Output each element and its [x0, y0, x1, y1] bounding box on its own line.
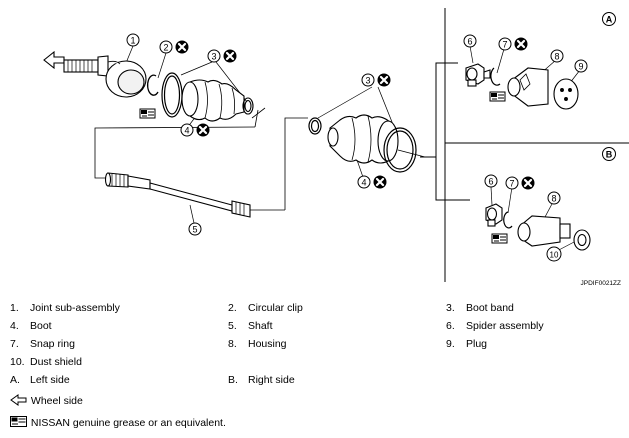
snap-ring-b — [503, 211, 513, 229]
legend-item: 5.Shaft — [228, 320, 273, 332]
circular-clip — [146, 74, 159, 96]
grease-icon — [489, 91, 506, 102]
do-not-reuse-icon — [195, 122, 211, 138]
svg-text:8: 8 — [551, 193, 556, 203]
legend-side: B.Right side — [228, 374, 295, 386]
legend-item: 1.Joint sub-assembly — [10, 302, 120, 314]
callout-9: 9 — [574, 59, 588, 73]
callout-7: 7 — [505, 176, 519, 190]
callout-6: 6 — [463, 34, 477, 48]
legend-side: A.Left side — [10, 374, 70, 386]
callout-5: 5 — [188, 222, 202, 236]
callouts: 1 2 3 4 3 4 5 6 7 8 9 6 7 8 10 — [126, 33, 588, 262]
svg-text:3: 3 — [211, 51, 216, 61]
legend-wheel-side: Wheel side — [10, 394, 83, 407]
callout-6: 6 — [484, 174, 498, 188]
callout-4: 4 — [357, 175, 371, 189]
do-not-reuse-icon — [372, 174, 388, 190]
svg-text:8: 8 — [554, 51, 559, 61]
wheel-side-arrow-icon — [43, 50, 65, 70]
housing-b — [517, 215, 571, 247]
snap-ring-a — [490, 67, 501, 86]
boot-band-left — [161, 72, 183, 118]
svg-text:3: 3 — [365, 75, 370, 85]
do-not-reuse-icon — [376, 72, 392, 88]
callout-3: 3 — [361, 73, 375, 87]
legend-item: 2.Circular clip — [228, 302, 303, 314]
svg-text:6: 6 — [488, 176, 493, 186]
boot-band-right — [383, 127, 417, 173]
svg-text:2: 2 — [163, 42, 168, 52]
figure-code: JPDIF0021ZZ — [581, 280, 621, 287]
svg-text:A: A — [606, 14, 613, 24]
legend-item: 6.Spider assembly — [446, 320, 544, 332]
do-not-reuse-icon — [513, 36, 529, 52]
connector-lines — [94, 107, 426, 211]
boot-band-small-left — [242, 97, 254, 115]
legend-grease-note: NISSAN genuine grease or an equivalent. — [10, 416, 226, 429]
spider-assembly-b — [485, 203, 503, 227]
legend-item: 7.Snap ring — [10, 338, 75, 350]
boot-band-small-right — [308, 117, 322, 135]
legend-item: 3.Boot band — [446, 302, 514, 314]
svg-text:1: 1 — [130, 35, 135, 45]
boot-right — [327, 114, 399, 164]
plug — [553, 78, 579, 110]
wheel-side-arrow-icon — [10, 394, 27, 406]
legend-item: 9.Plug — [446, 338, 488, 350]
joint-sub-assembly — [63, 55, 147, 98]
svg-text:5: 5 — [192, 224, 197, 234]
callout-4: 4 — [180, 123, 194, 137]
dust-shield — [573, 229, 591, 251]
callout-8: 8 — [547, 191, 561, 205]
svg-text:6: 6 — [467, 36, 472, 46]
do-not-reuse-icon — [222, 48, 238, 64]
shaft — [104, 172, 251, 218]
do-not-reuse-icon — [174, 39, 190, 55]
svg-text:10: 10 — [550, 250, 559, 259]
exploded-view-diagram: 1 2 3 4 3 4 5 6 7 8 9 6 7 8 10 A B JPDIF… — [43, 8, 629, 287]
callout-10: 10 — [546, 246, 562, 262]
svg-text:4: 4 — [361, 177, 366, 187]
svg-text:7: 7 — [509, 178, 514, 188]
svg-text:7: 7 — [502, 39, 507, 49]
housing-a — [507, 67, 549, 107]
legend-item: 10.Dust shield — [10, 356, 82, 368]
legend-item: 4.Boot — [10, 320, 52, 332]
legend-item: 8.Housing — [228, 338, 287, 350]
callout-7: 7 — [498, 37, 512, 51]
section-marker-b: B — [602, 147, 616, 161]
callout-8: 8 — [550, 49, 564, 63]
do-not-reuse-icon — [520, 175, 536, 191]
grease-icon — [139, 108, 156, 119]
boot-left — [181, 79, 245, 122]
callout-2: 2 — [159, 40, 173, 54]
grease-icon — [491, 233, 508, 244]
section-marker-a: A — [602, 12, 616, 26]
svg-text:B: B — [606, 149, 613, 159]
callout-3: 3 — [207, 49, 221, 63]
svg-text:4: 4 — [184, 125, 189, 135]
callout-1: 1 — [126, 33, 140, 47]
grease-icon — [10, 416, 27, 427]
svg-text:9: 9 — [578, 61, 583, 71]
spider-assembly-a — [465, 63, 491, 87]
detail-panel-frame — [420, 8, 629, 282]
